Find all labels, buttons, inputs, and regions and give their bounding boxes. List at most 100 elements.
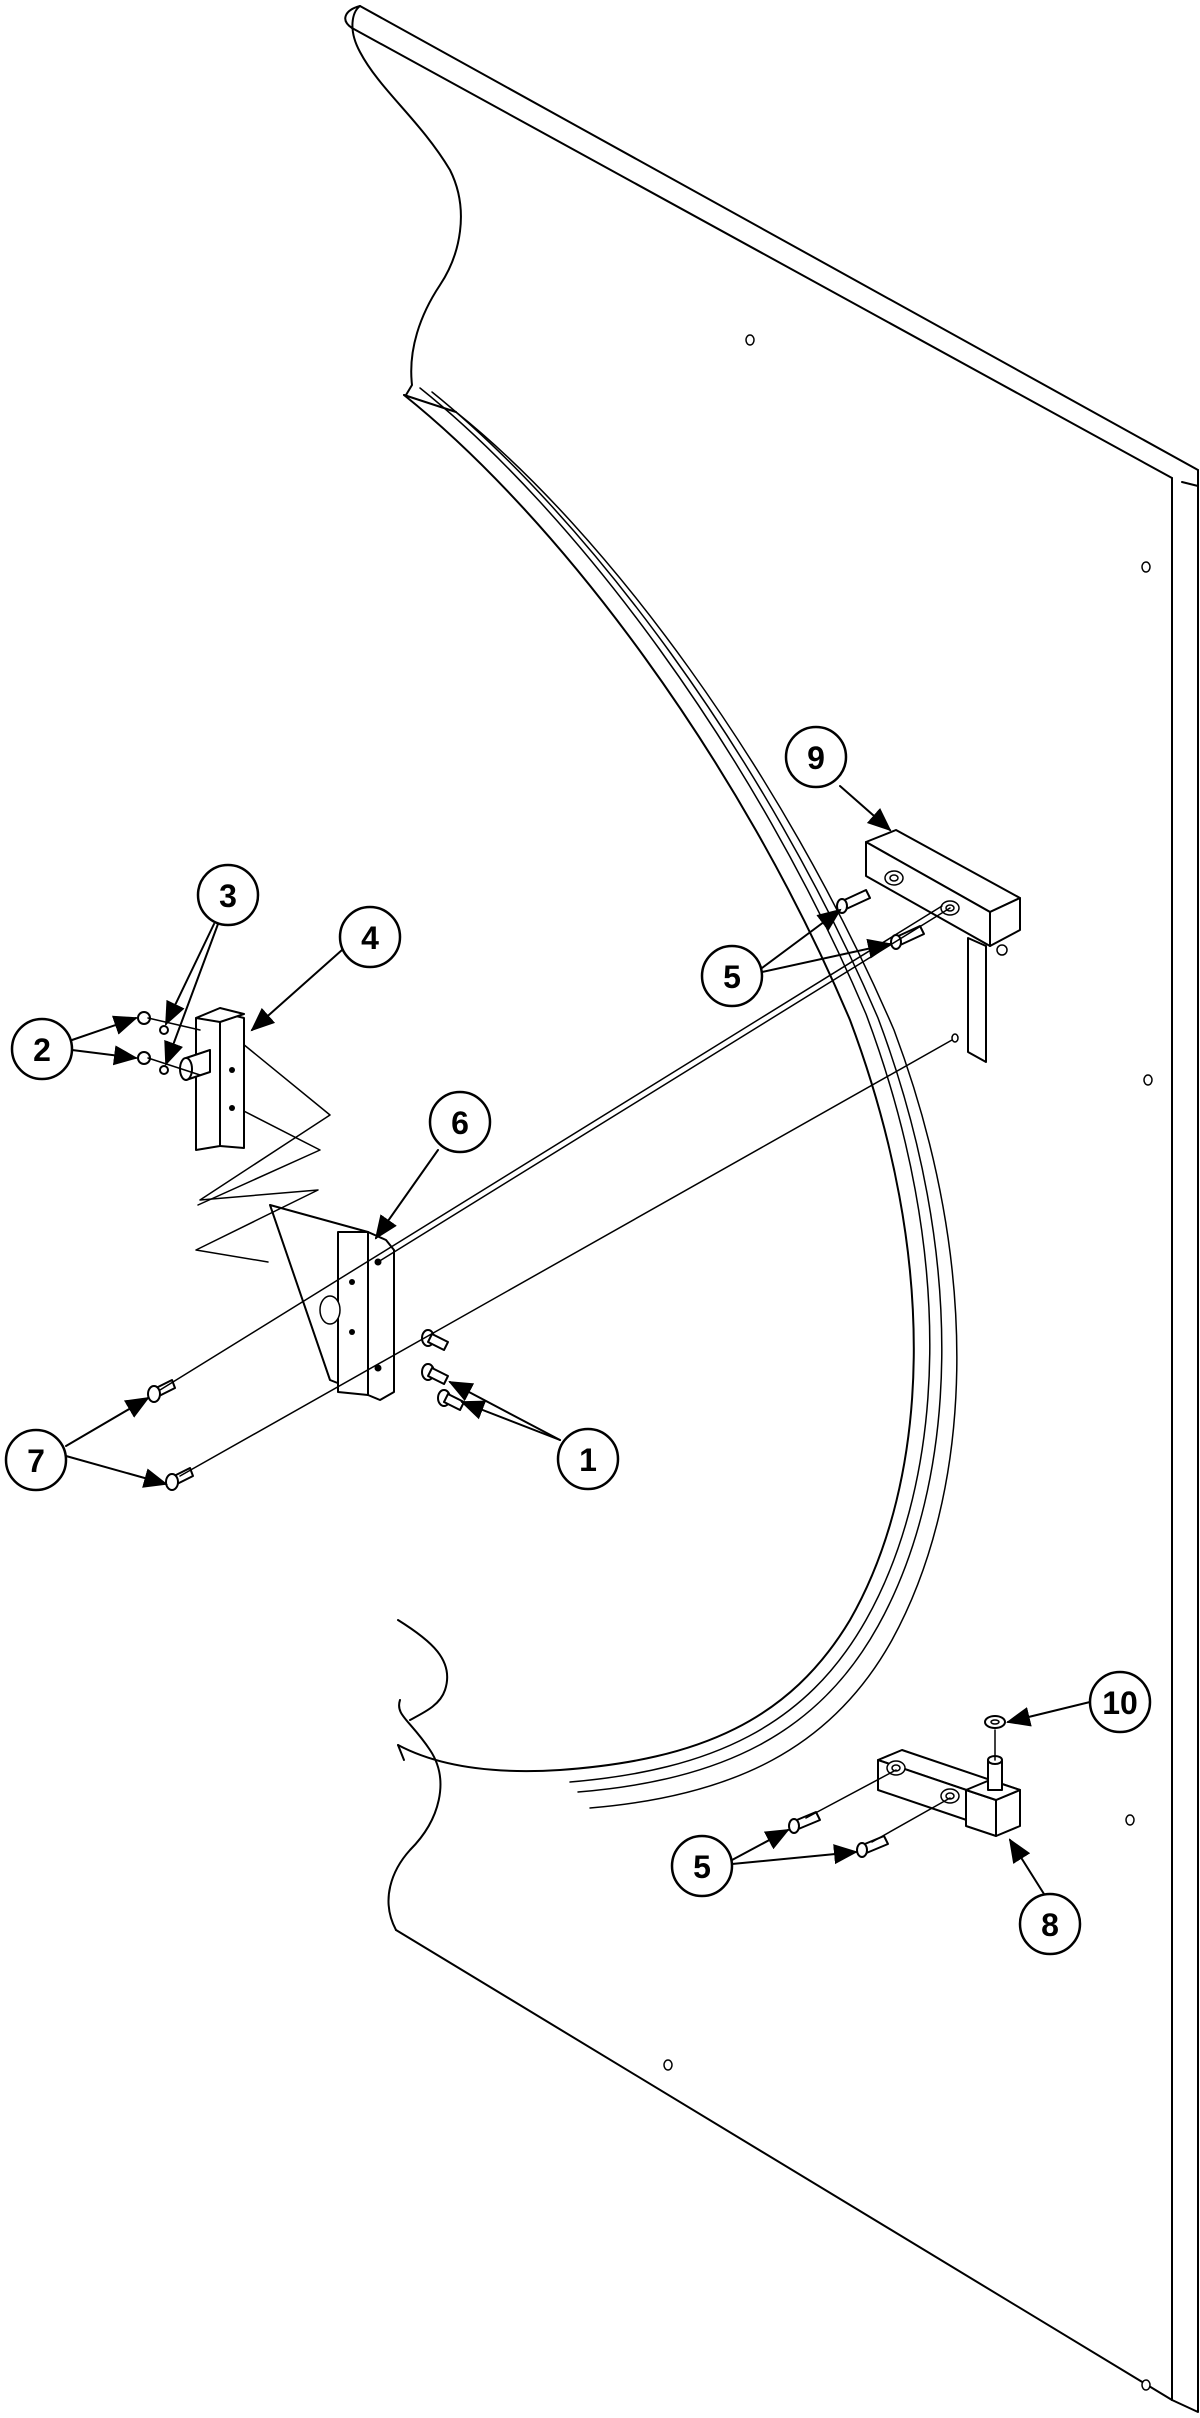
callout-7-label: 7 — [27, 1443, 45, 1479]
handle-bracket-hole-2 — [349, 1279, 355, 1285]
door-top-front-edge — [351, 27, 1173, 479]
door-bottom-edge — [395, 1929, 1173, 2401]
small-parts-line-1 — [147, 1017, 201, 1031]
leader-6 — [374, 1149, 439, 1240]
lower-hinge-hole-1-inner — [891, 1764, 901, 1772]
door-hole-7 — [951, 1033, 959, 1043]
lower-hinge-washer-hole — [990, 1719, 1000, 1725]
door-bottom-break-upper — [397, 1619, 449, 1721]
door-hole-1 — [745, 334, 755, 346]
washer-1 — [159, 1025, 169, 1035]
leader-2a — [71, 1015, 138, 1041]
leader-3a — [165, 923, 215, 1026]
upper-hinge-assembly — [836, 829, 1021, 1063]
assembly-lines — [159, 905, 996, 1843]
leader-3b — [164, 923, 219, 1066]
leader-5b-1 — [731, 1829, 790, 1861]
leader-1b — [460, 1400, 561, 1441]
handle-alignment-zigzag — [195, 1034, 331, 1263]
handle-block-front — [195, 1011, 221, 1151]
assembly-line-upper-hinge — [377, 907, 951, 1263]
leader-9 — [839, 785, 892, 832]
callout-10-label: 10 — [1102, 1685, 1138, 1721]
handle-bracket-hole-4 — [374, 1364, 382, 1372]
door-panel — [344, 5, 1199, 2413]
leader-4 — [250, 949, 343, 1032]
handle-hole-2 — [229, 1105, 235, 1111]
handle-hole-1 — [229, 1067, 235, 1073]
upper-hinge-pin-plate — [967, 937, 987, 1063]
callout-8-label: 8 — [1041, 1907, 1059, 1943]
door-liner-inner-curve-1 — [419, 387, 931, 1783]
screw-1b — [421, 1363, 449, 1385]
upper-hinge-screw-1 — [836, 889, 871, 914]
callout-5-upper: 5 — [700, 944, 764, 1008]
door-right-edge-back — [1171, 469, 1199, 2413]
handle-bracket-large-hole — [319, 1295, 341, 1325]
upper-hinge-screw-2 — [890, 925, 925, 950]
leader-5b-2 — [731, 1844, 858, 1865]
small-parts-line-2 — [147, 1057, 201, 1076]
callout-2-label: 2 — [33, 1032, 51, 1068]
callout-6: 6 — [428, 1090, 492, 1154]
assembly-line-lower — [179, 1039, 953, 1477]
callout-5-lower-label: 5 — [693, 1849, 711, 1885]
callout-2: 2 — [10, 1017, 74, 1081]
handle-alignment-zigzag-2 — [197, 1104, 321, 1206]
door-top-edge — [351, 5, 462, 396]
door-hole-2 — [1141, 561, 1151, 573]
door-top-break-line — [344, 5, 1199, 487]
screw-1c — [437, 1389, 465, 1411]
lower-hinge-screw-2 — [856, 1835, 889, 1858]
handle-bracket-front-face — [337, 1231, 369, 1396]
leader-7b — [65, 1455, 168, 1488]
callout-4: 4 — [338, 905, 402, 969]
callout-1-label: 1 — [579, 1442, 597, 1478]
callout-10: 10 — [1088, 1670, 1152, 1734]
callout-4-label: 4 — [361, 920, 379, 956]
door-liner-edge-top — [403, 394, 457, 413]
door-hole-3 — [1143, 1074, 1153, 1086]
handle-block-top — [195, 1007, 245, 1023]
door-bottom-break-line — [387, 1699, 442, 1931]
washer-2 — [159, 1065, 169, 1075]
leader-8 — [1008, 1838, 1045, 1895]
handle-block-side — [219, 1011, 245, 1149]
callout-9-label: 9 — [807, 740, 825, 776]
callout-8: 8 — [1018, 1892, 1082, 1956]
leader-2b — [71, 1045, 138, 1066]
handle-part — [179, 1007, 245, 1151]
door-liner-edge-bottom — [397, 1744, 405, 1761]
callout-9: 9 — [784, 725, 848, 789]
leader-5a-1 — [761, 908, 842, 969]
lower-hinge-screw-1 — [788, 1811, 821, 1834]
assembly-line-lower-hinge-1 — [805, 1769, 897, 1819]
handle-bracket-hole-3 — [349, 1329, 355, 1335]
callout-leaders — [65, 785, 1091, 1895]
screw-1a — [421, 1329, 449, 1351]
bracket-screws — [147, 1329, 465, 1491]
lower-hinge-hole-2-inner — [945, 1792, 955, 1800]
door-liner-inner-curve-3 — [455, 411, 958, 1809]
callout-6-label: 6 — [451, 1105, 469, 1141]
door-hole-6 — [1141, 2379, 1151, 2391]
door-hole-5 — [663, 2059, 673, 2071]
callout-5-upper-label: 5 — [723, 959, 741, 995]
door-liner-inner-curve-2 — [431, 391, 943, 1793]
callout-1: 1 — [556, 1427, 620, 1491]
door-hole-4 — [1125, 1814, 1135, 1826]
callout-7: 7 — [4, 1428, 68, 1492]
assembly-line-lower-hinge-2 — [871, 1797, 951, 1843]
callout-3: 3 — [196, 863, 260, 927]
door-liner-outer-curve — [397, 394, 915, 1773]
callout-3-label: 3 — [219, 878, 237, 914]
handle-bracket-flange — [367, 1231, 395, 1401]
leader-10 — [1006, 1701, 1091, 1727]
leader-5a-2 — [761, 938, 892, 973]
leader-7a — [65, 1396, 150, 1447]
assembly-line-upper — [159, 905, 943, 1391]
upper-hinge-pin — [996, 944, 1008, 956]
upper-hinge-hole-1-inner — [889, 874, 899, 882]
